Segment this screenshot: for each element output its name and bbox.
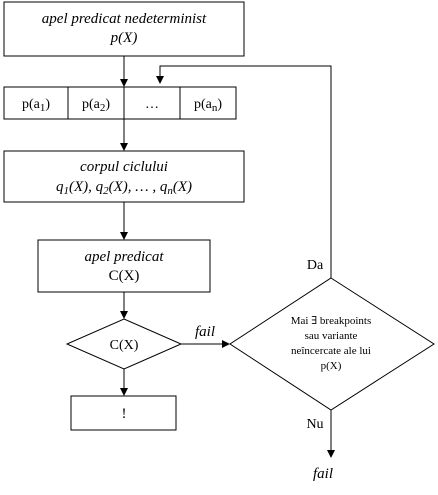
top-call-box bbox=[3, 1, 245, 57]
condition-call-box bbox=[37, 239, 211, 293]
no-label: Nu bbox=[306, 417, 323, 432]
clause-row-frame bbox=[3, 86, 237, 120]
condition-call-line1: apel predicat bbox=[84, 249, 164, 265]
clause-row: p(a1) p(a2) … p(an) bbox=[3, 86, 237, 120]
cut-box bbox=[70, 395, 177, 431]
loop-body-title: corpul ciclului bbox=[80, 159, 168, 175]
yes-label: Da bbox=[307, 258, 324, 273]
loop-body-goals: q1(X), q2(X), … , qn(X) bbox=[56, 179, 192, 197]
final-fail-label: fail bbox=[313, 466, 333, 482]
loop-body-box bbox=[3, 150, 245, 203]
clause-p-a1: p(a1) bbox=[22, 97, 50, 114]
arrowhead bbox=[327, 450, 335, 458]
condition-label: C(X) bbox=[110, 338, 139, 353]
arrowhead bbox=[120, 143, 128, 151]
decision-line3: neîncercate ale lui bbox=[291, 345, 371, 357]
clause-p-an: p(an) bbox=[194, 97, 222, 114]
decision-diamond bbox=[229, 277, 435, 411]
arrow-yes-loop-back bbox=[159, 65, 332, 278]
arrowhead bbox=[222, 340, 230, 348]
top-call-line1: apel predicat nedeterminist bbox=[42, 11, 207, 27]
decision-line4: p(X) bbox=[321, 360, 342, 372]
arrowhead bbox=[120, 79, 128, 87]
decision-line2: sau variante bbox=[305, 330, 358, 342]
clause-p-a2: p(a2) bbox=[82, 97, 110, 114]
arrowhead bbox=[120, 311, 128, 319]
fail-edge-label: fail bbox=[195, 324, 215, 340]
top-call-line2: p(X) bbox=[110, 30, 138, 46]
clause-ellipsis: … bbox=[145, 97, 159, 112]
arrowhead bbox=[156, 76, 164, 84]
condition-call-line2: C(X) bbox=[109, 268, 140, 284]
arrowhead bbox=[120, 232, 128, 240]
cut-label: ! bbox=[122, 406, 127, 422]
arrowhead bbox=[120, 388, 128, 396]
decision-line1: Mai ∃ breakpoints bbox=[291, 315, 372, 327]
